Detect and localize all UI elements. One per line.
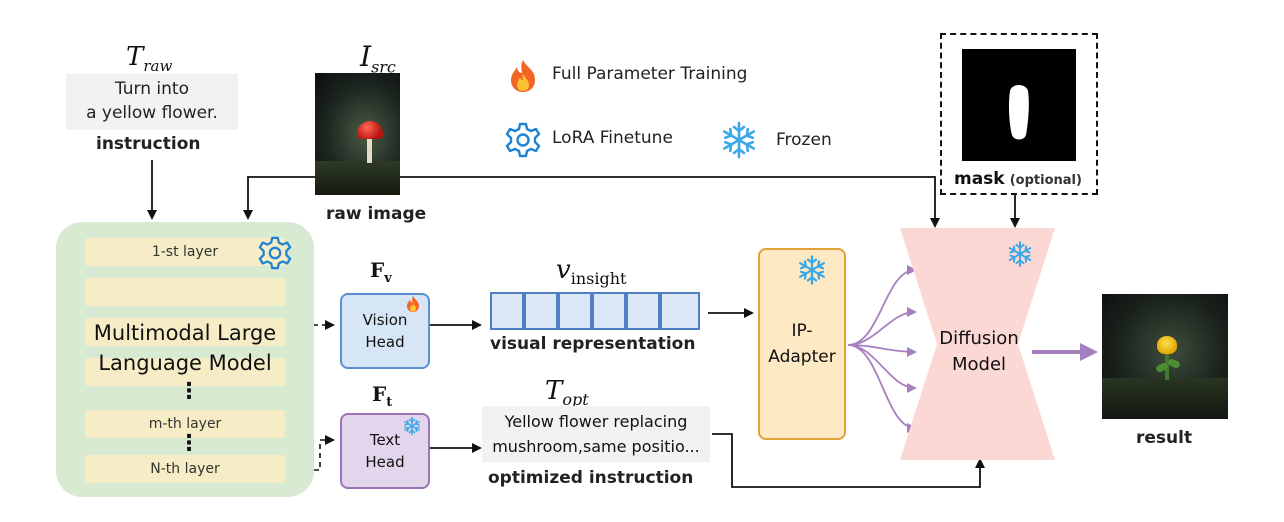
lora-gear-icon [258,236,292,270]
fire-icon [505,58,541,94]
raw-image-photo [315,73,400,195]
instruction-text-line2: a yellow flower. [86,103,218,123]
optimized-line2: mushroom,same positio... [492,437,700,456]
text-head-line1: Text [369,431,401,449]
legend-frozen: Frozen [776,130,832,150]
i-src-symbol: Isrc [360,40,396,77]
optimized-label: optimized instruction [488,468,694,488]
vision-head-line1: Vision [362,311,408,329]
ip-adapter-block: IP- Adapter [758,248,846,440]
ip-adapter-line2: Adapter [768,347,836,367]
t-raw-symbol: Traw [126,42,173,76]
mask-optional: (optional) [1009,173,1082,188]
instruction-label: instruction [96,134,201,154]
mask-label: mask [954,169,1005,189]
mllm-title-line2: Language Model [98,351,272,375]
ellipsis-2: ⋮ [178,431,200,456]
fire-icon [404,295,422,313]
snowflake-icon [1006,240,1034,268]
legend-lora: LoRA Finetune [552,128,673,148]
mllm-title: Multimodal Large Language Model [62,318,308,378]
instruction-box: Turn into a yellow flower. [66,74,238,130]
fv-symbol: Fv [370,258,392,286]
vision-head-line2: Head [365,333,405,351]
vector-cell [660,292,700,330]
diffusion-layer [940,382,1016,402]
layer-first: 1-st layer [85,238,285,266]
optimized-box: Yellow flower replacing mushroom,same po… [482,406,710,462]
layer-blank [85,358,285,386]
result-label: result [1136,428,1193,448]
v-insight-symbol: vinsight [556,255,627,289]
ip-adapter-line1: IP- [791,321,813,341]
vector-cell [592,292,626,330]
arrow-image-to-diffusion [400,176,940,228]
diffusion-layer [940,302,1016,322]
mllm-title-line1: Multimodal Large [93,321,277,345]
snowflake-icon [402,416,422,436]
snowflake-icon [719,120,759,160]
layer-m: m-th layer [85,410,285,438]
ft-symbol: Ft [372,382,393,410]
arrow-image-to-mllm [243,176,315,220]
diffusion-title: Diffusion Model [925,326,1033,378]
diffusion-line2: Model [951,354,1007,375]
diffusion-line1: Diffusion [939,328,1019,349]
raw-image-label: raw image [326,204,427,224]
diffusion-shape [900,228,1055,460]
dashed-nth-to-text [287,435,335,471]
vector-cell [490,292,524,330]
instruction-text-line1: Turn into [114,79,189,99]
legend-full-training: Full Parameter Training [552,64,748,84]
mask-box: mask (optional) [940,33,1098,195]
ellipsis-1: ⋮ [178,379,200,404]
text-head: Text Head [340,413,430,489]
vector-cell [524,292,558,330]
vector-cell [558,292,592,330]
arrow-opt-to-diffusion [712,433,985,488]
text-head-line2: Head [365,453,405,471]
ipadapter-fanout [847,265,917,433]
result-image [1102,294,1228,419]
layer-n: N-th layer [85,455,285,483]
diffusion-layer [922,262,1032,282]
mask-image [962,49,1076,161]
optimized-line1: Yellow flower replacing [504,412,688,431]
vector-cell [626,292,660,330]
layer-blank [85,318,285,346]
t-opt-symbol: Topt [545,376,589,410]
layer-blank [85,278,285,306]
visual-rep-label: visual representation [490,334,696,354]
diffusion-layer [922,418,1032,438]
gear-icon [505,122,541,158]
vision-head: Vision Head [340,293,430,369]
snowflake-icon [796,254,828,286]
